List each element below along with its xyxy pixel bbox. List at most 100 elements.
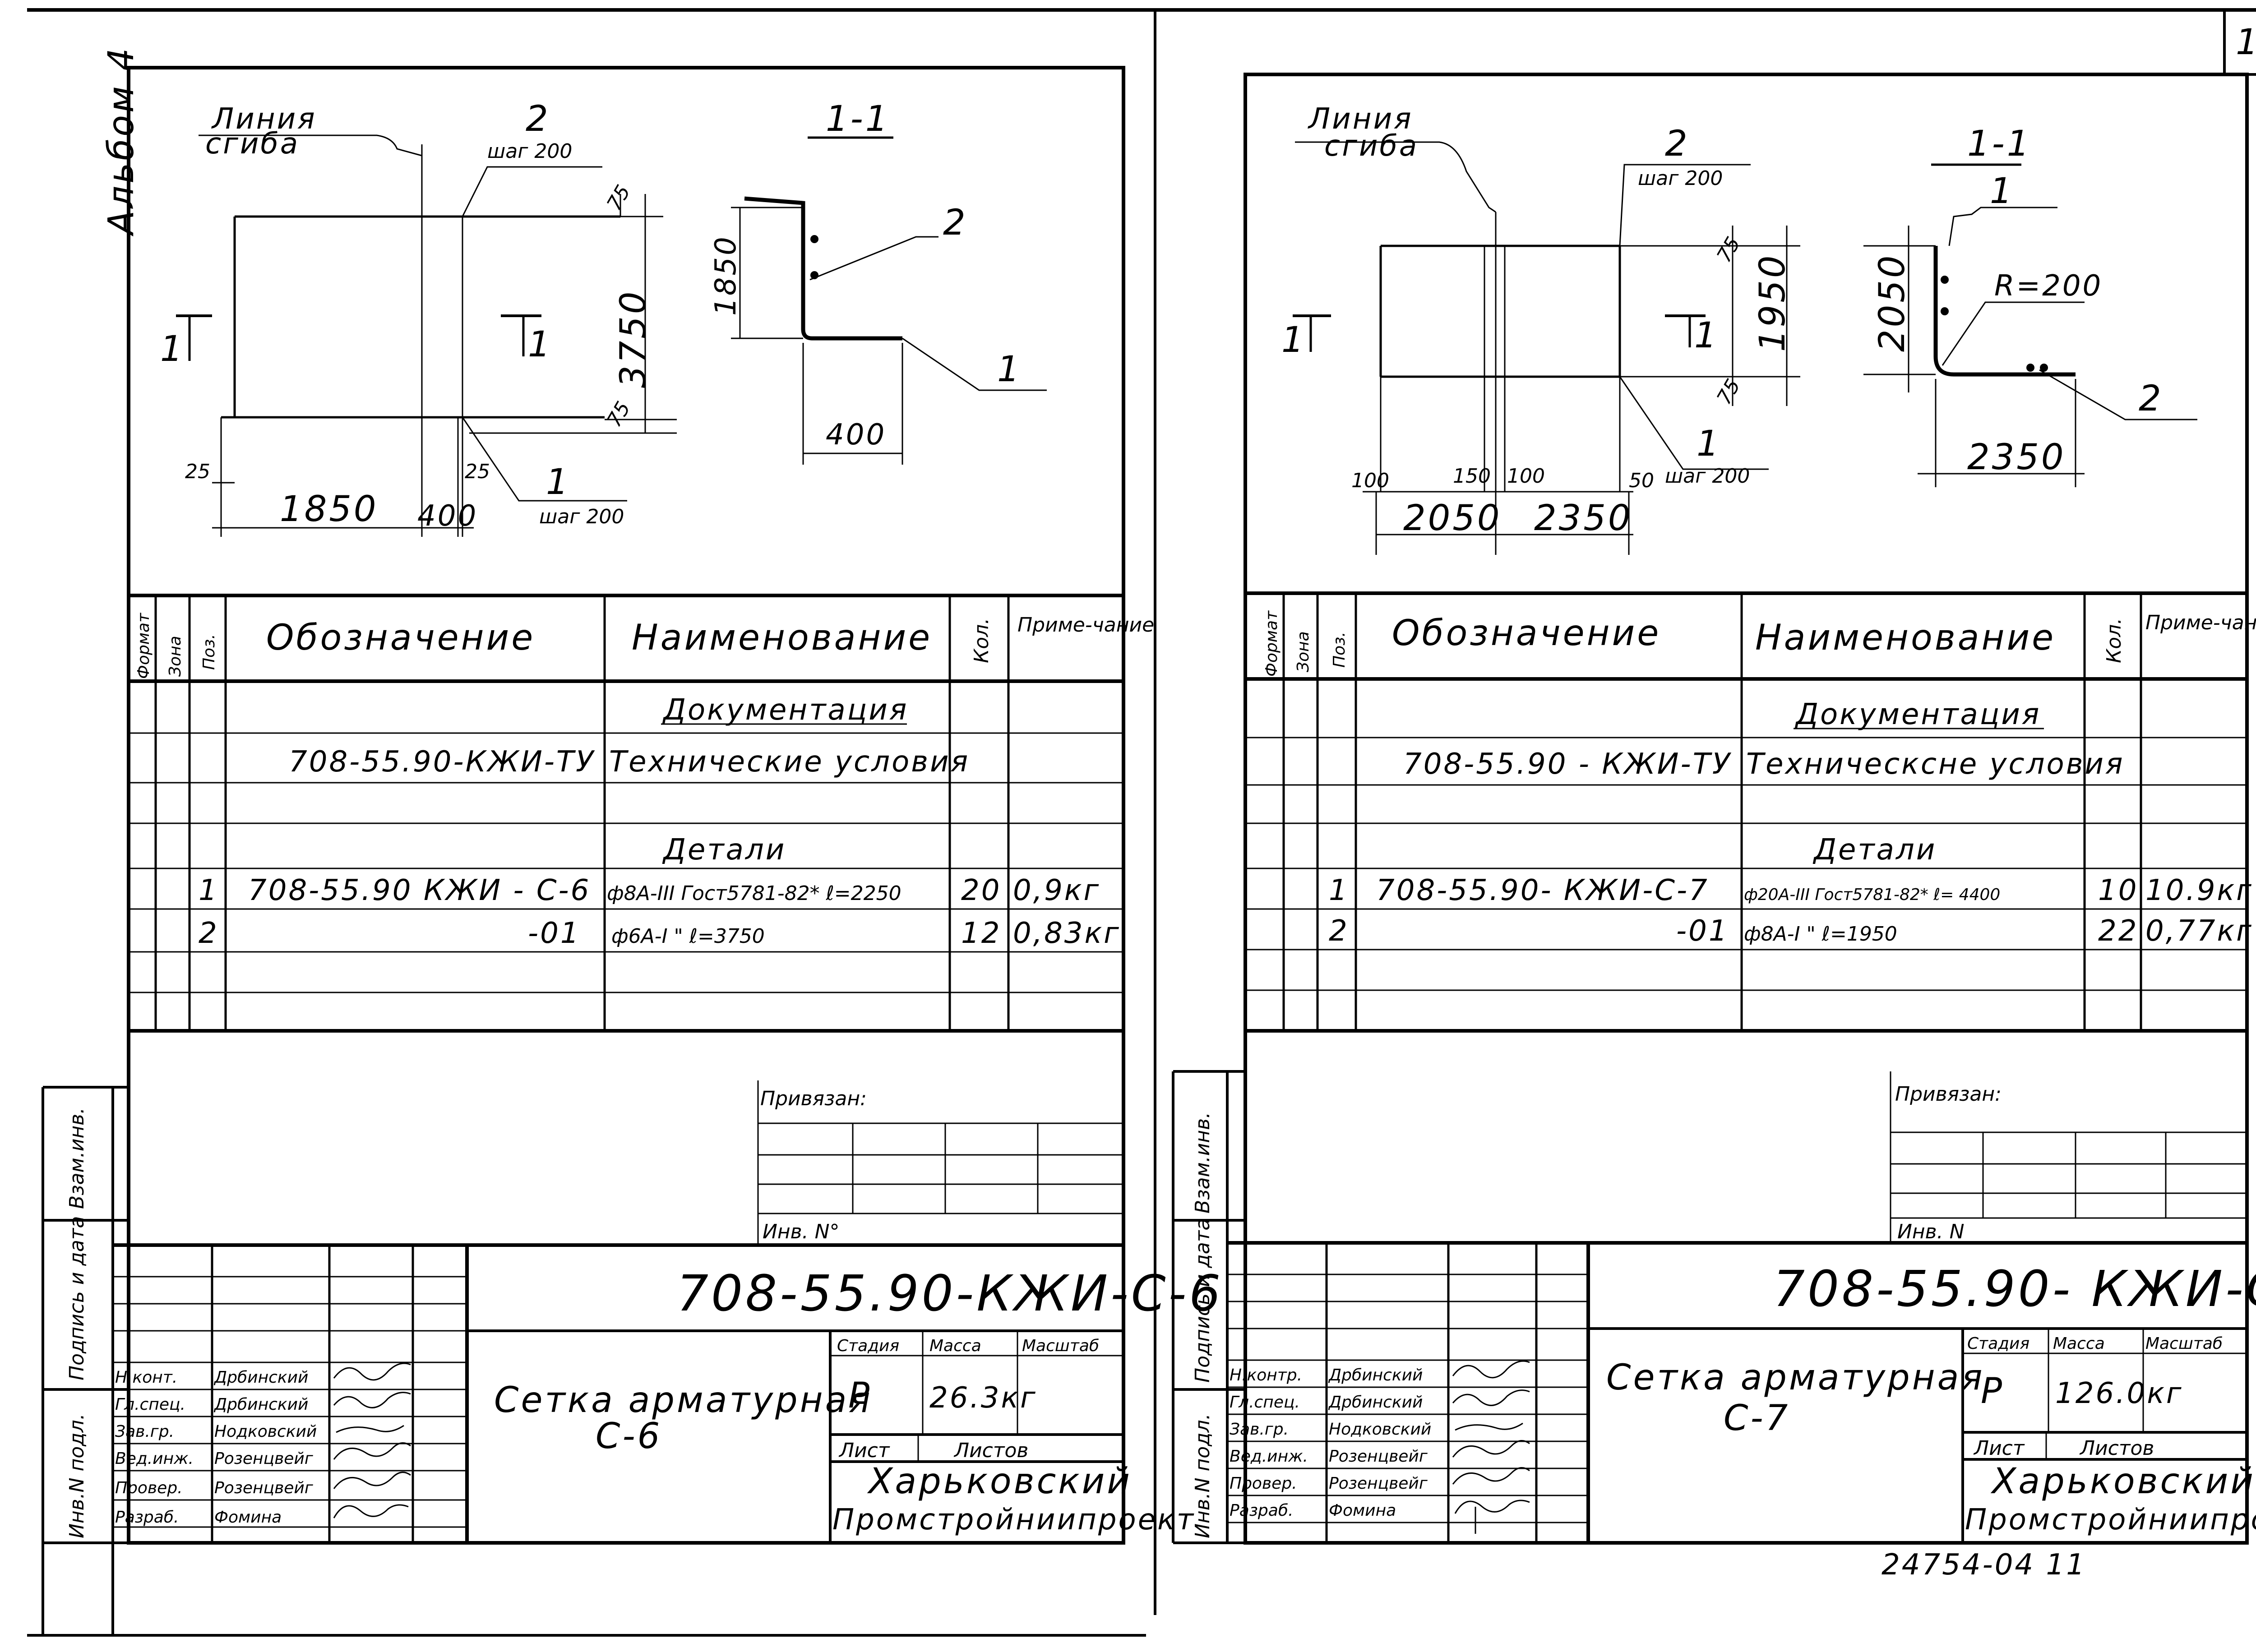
svg-text:1: 1 <box>199 874 219 907</box>
col-header-oboz: Обозначение <box>266 618 535 658</box>
sec-pos1: 1 <box>997 349 1022 390</box>
sec-pos2: 2 <box>2139 378 2164 419</box>
person-name: Дрбинский <box>1328 1366 1423 1384</box>
drawing-left: Линия сгиба 2 шаг 200 1 1 75 75 3750 <box>160 99 1047 537</box>
rebar-dot <box>810 235 818 243</box>
col-header-zona: Зона <box>1294 631 1313 672</box>
person-name: Фомина <box>1329 1501 1396 1520</box>
det-section-title: Детали <box>1812 833 1937 867</box>
doc-title-1: Сетка арматурная <box>494 1380 872 1421</box>
sec-dim-1850: 1850 <box>709 235 743 316</box>
side-label-vzam-inv: Взам.инв. <box>65 1107 88 1209</box>
signatures <box>1452 1360 1530 1534</box>
svg-text:2: 2 <box>1329 914 1349 948</box>
rebar-dot <box>1941 307 1949 315</box>
section-mark-right: 1 <box>528 324 553 365</box>
drawing-right: Линия сгиба 2 шаг 200 1 1 75 75 1950 1 ш… <box>1281 102 2197 555</box>
signatures <box>333 1362 411 1518</box>
person-name: Фомина <box>214 1508 282 1527</box>
dim-150: 150 <box>1453 465 1491 488</box>
people-list: Н.конт. Дрбинский Гл.спец. Дрбинский Зав… <box>115 1368 317 1527</box>
people-list: Н.контр. Дрбинский Гл.спец. Дрбинский За… <box>1230 1366 1431 1520</box>
svg-text:-01: -01 <box>1676 914 1729 948</box>
dim-50: 50 <box>1629 469 1654 492</box>
org-name-2: Промстройниипроект <box>1965 1503 2256 1537</box>
role: Разраб. <box>1230 1501 1293 1520</box>
svg-text:0,83кг: 0,83кг <box>1013 917 1121 950</box>
svg-text:ф8А-I " ℓ=1950: ф8А-I " ℓ=1950 <box>1744 923 1897 946</box>
privyazan-label: Привязан: <box>1895 1083 2002 1106</box>
role: Зав.гр. <box>1230 1420 1289 1439</box>
sheet-left: Взам.инв. Подпись и дата Инв.N подл. Лин… <box>42 66 1220 1635</box>
section-mark-right: 1 <box>1694 315 1719 356</box>
privyazan-box-left: Привязан: Инв. N° <box>757 1080 1123 1245</box>
dim-100-b: 100 <box>1507 465 1545 488</box>
doc-title-2: С-6 <box>596 1416 662 1457</box>
role: Н.конт. <box>115 1368 177 1387</box>
dim-75-top: 75 <box>602 181 635 215</box>
bend-line-label-1: Линия <box>1308 102 1413 136</box>
spec-table-left: Формат Зона Поз. Обозначение Наименовани… <box>129 594 1154 1033</box>
pos2-label: 2 <box>526 99 550 139</box>
section-mark-left: 1 <box>160 329 185 369</box>
stadiya-value: Р <box>848 1375 872 1416</box>
massa-header: Масса <box>2053 1334 2105 1353</box>
listov-header: Листов <box>2079 1437 2154 1460</box>
dim-2350: 2350 <box>1534 498 1633 539</box>
privyazan-box-right: Привязан: Инв. N <box>1890 1071 2247 1243</box>
pos2-label: 2 <box>1665 124 1690 164</box>
table-row: 1 708-55.90- КЖИ-С-7 ф20А-III Гост5781-8… <box>1329 874 2251 907</box>
pos1-label: 1 <box>546 462 571 503</box>
person-name: Нодковский <box>214 1422 317 1441</box>
col-header-kol: Кол. <box>2103 618 2126 663</box>
svg-text:2: 2 <box>199 917 219 950</box>
dim-75-top: 75 <box>1712 233 1745 267</box>
massa-value: 26.3кг <box>929 1381 1037 1415</box>
role: Провер. <box>1230 1474 1297 1493</box>
svg-text:20: 20 <box>961 874 1001 907</box>
archive-number: 24754-04 11 <box>1882 1548 2086 1582</box>
listov-header: Листов <box>953 1439 1028 1462</box>
svg-text:-01: -01 <box>528 917 581 950</box>
pos2-step: шаг 200 <box>1638 167 1723 190</box>
person-name: Розенцвейг <box>1329 1447 1428 1466</box>
sec-pos1: 1 <box>1990 171 2015 212</box>
title-block-left: 708-55.90-КЖИ-С-6 Сетка арматурная С-6 С… <box>113 1243 1220 1543</box>
org-name-2: Промстройниипроект <box>832 1503 1195 1537</box>
list-header: Лист <box>838 1439 890 1462</box>
section-mark-left: 1 <box>1281 320 1306 360</box>
role: Вед.инж. <box>1230 1447 1308 1466</box>
dim-25-left: 25 <box>185 460 210 483</box>
col-header-oboz: Обозначение <box>1392 613 1661 654</box>
inv-no-label: Инв. N° <box>763 1220 840 1243</box>
table-row: 2 -01 ф8А-I " ℓ=1950 22 0,77кг <box>1329 914 2251 948</box>
svg-text:22: 22 <box>2098 914 2138 948</box>
doc-row-oboz: 708-55.90-КЖИ-ТУ <box>289 745 595 779</box>
side-label-inv-podl: Инв.N подл. <box>65 1413 88 1538</box>
pos1-step: шаг 200 <box>539 505 624 528</box>
doc-title-1: Сетка арматурная <box>1606 1357 1984 1398</box>
bend-line-label-2: сгиба <box>1324 129 1419 163</box>
side-label-vzam-inv: Взам.инв. <box>1191 1112 1214 1214</box>
rebar-dot <box>2026 364 2034 372</box>
col-header-poz: Поз. <box>200 634 218 670</box>
stadiya-header: Стадия <box>1967 1334 2029 1353</box>
col-header-prim: Приме-чание <box>1017 614 1154 637</box>
svg-text:ф20А-III Гост5781-82* ℓ= 4400: ф20А-III Гост5781-82* ℓ= 4400 <box>1744 886 2000 904</box>
svg-text:1: 1 <box>1329 874 1349 907</box>
massa-value: 126.0кг <box>2055 1377 2183 1410</box>
rebar-dot <box>2040 364 2048 372</box>
person-name: Дрбинский <box>213 1368 308 1387</box>
person-name: Розенцвейг <box>214 1479 314 1497</box>
sec-dim-2050: 2050 <box>1872 253 1913 352</box>
page-number: 10 <box>2236 22 2256 63</box>
dim-25-right: 25 <box>465 460 490 483</box>
page-frame <box>27 8 2256 1637</box>
role: Гл.спец. <box>1230 1393 1300 1412</box>
section-title: 1-1 <box>1967 124 2031 164</box>
rebar-dot <box>1941 276 1949 284</box>
role: Вед.инж. <box>115 1449 194 1468</box>
sheet-right: Взам.инв. Подпись и дата Инв.N подл. Лин… <box>1172 73 2256 1545</box>
dim-400: 400 <box>417 499 478 533</box>
